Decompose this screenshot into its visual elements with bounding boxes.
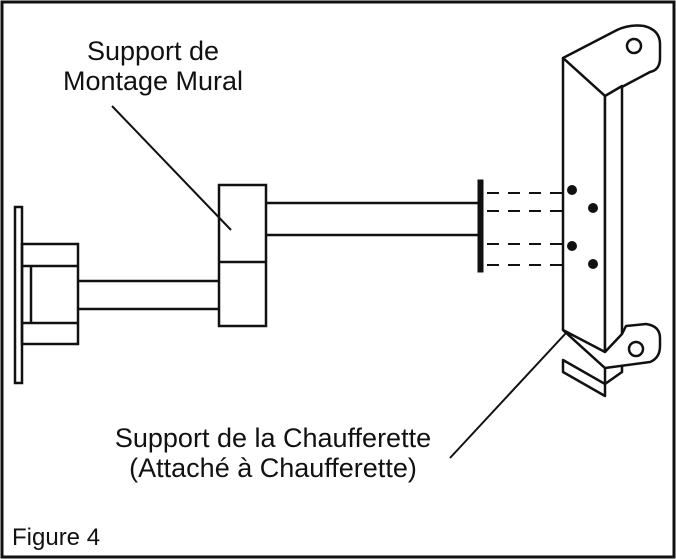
- leader-wall-mount: [111, 105, 232, 231]
- wall-mount-block: [20, 242, 80, 346]
- bracket-mounting-holes: [567, 185, 598, 269]
- label-heater-bracket-line1: Support de la Chaufferette: [114, 423, 432, 453]
- label-wall-mount-line2: Montage Mural: [62, 66, 244, 97]
- leader-heater-bracket: [449, 332, 567, 459]
- leader-lines: [111, 105, 567, 459]
- figure-caption: Figure 4: [12, 524, 101, 551]
- label-heater-bracket-line2: (Attaché à Chaufferette): [129, 453, 417, 484]
- pivot-joint: [217, 183, 268, 328]
- arm-end-plate: [477, 179, 484, 273]
- label-heater-bracket: Support de la Chaufferette (Attaché à Ch…: [78, 423, 468, 483]
- label-wall-mount-line1: Support de: [86, 36, 220, 66]
- heater-bracket: [561, 24, 662, 398]
- label-wall-mount-support: Support de Montage Mural: [38, 36, 268, 96]
- lower-arm: [78, 279, 219, 311]
- upper-arm: [266, 201, 478, 237]
